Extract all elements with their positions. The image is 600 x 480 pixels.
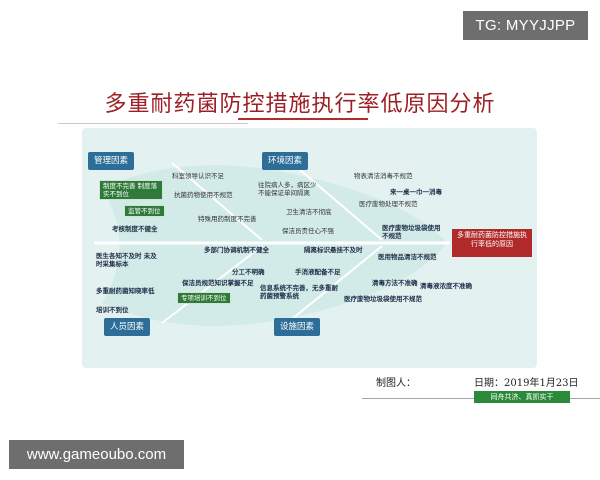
slogan-badge: 同舟共济、真抓实干	[474, 391, 570, 403]
cause-label: 多重耐药菌知晓率低	[96, 287, 155, 295]
cause-label: 物表清洁消毒不规范	[354, 172, 413, 180]
fishbone-diagram: 管理因素 环境因素 人员因素 设施因素 科室领导认识不足 制度不完善 制度落实不…	[82, 128, 537, 368]
cause-label: 保洁员规范知识掌握不足	[182, 279, 254, 287]
cause-label: 科室领导认识不足	[172, 172, 224, 180]
cause-label: 医疗废物处理不规范	[359, 200, 418, 208]
bone-environment	[291, 162, 383, 241]
cause-highlight: 制度不完善 制度落实不到位	[99, 180, 163, 200]
category-facility: 设施因素	[274, 318, 321, 336]
title-divider	[58, 123, 248, 124]
page-title: 多重耐药菌防控措施执行率低原因分析	[104, 92, 496, 117]
maker-label: 制图人：	[376, 378, 416, 389]
category-environment: 环境因素	[262, 152, 309, 170]
cause-label: 清毒方法不准确	[372, 279, 418, 287]
cause-label: 特殊用药制度不完善	[198, 215, 257, 223]
cause-label: 分工不明确	[232, 268, 265, 276]
cause-label: 卫生清洁不彻底	[286, 208, 332, 216]
cause-label: 多部门协调机制不健全	[204, 246, 269, 254]
cause-label: 保洁员责任心不强	[282, 227, 334, 235]
fish-body-shape	[102, 165, 447, 326]
bone-personnel	[161, 245, 263, 324]
watermark-bottom: www.gameoubo.com	[9, 440, 184, 469]
title-underline	[238, 118, 368, 120]
watermark-top: TG: MYYJJPP	[463, 11, 588, 40]
cause-highlight: 专项培训不到位	[177, 292, 231, 304]
cause-label: 考核制度不健全	[112, 225, 158, 233]
effect-box: 多重耐药菌防控措施执行率低的原因	[452, 229, 532, 257]
category-personnel: 人员因素	[104, 318, 151, 336]
cause-label: 医用物品清洁不规范	[378, 253, 437, 261]
category-management: 管理因素	[88, 152, 135, 170]
cause-label: 信息系统不完善，无多重耐药菌预警系统	[260, 284, 338, 300]
bone-facility	[286, 245, 383, 324]
cause-highlight: 监管不到位	[124, 205, 165, 217]
cause-label: 清毒液浓度不准确	[420, 282, 472, 290]
cause-label: 隔离标识悬挂不及时	[304, 246, 363, 254]
cause-label: 来一桌一巾一消毒	[390, 188, 442, 196]
fishbone-lines	[94, 162, 450, 326]
cause-label: 抗菌药物使用不规范	[174, 191, 233, 199]
cause-label: 往院病人多，病区少 不能保证单间隔离	[258, 181, 317, 197]
cause-label: 手消液配备不足	[295, 268, 341, 276]
cause-label: 医疗废物垃圾袋使用不规范	[382, 224, 441, 240]
date-label: 日期：2019年1月23日	[474, 378, 579, 389]
cause-label: 医疗废物垃圾袋使用不规范	[344, 295, 422, 303]
cause-label: 培训不到位	[96, 306, 129, 314]
cause-label: 医生各知不及时 未及时采集标本	[96, 252, 157, 268]
bone-management	[171, 162, 263, 241]
